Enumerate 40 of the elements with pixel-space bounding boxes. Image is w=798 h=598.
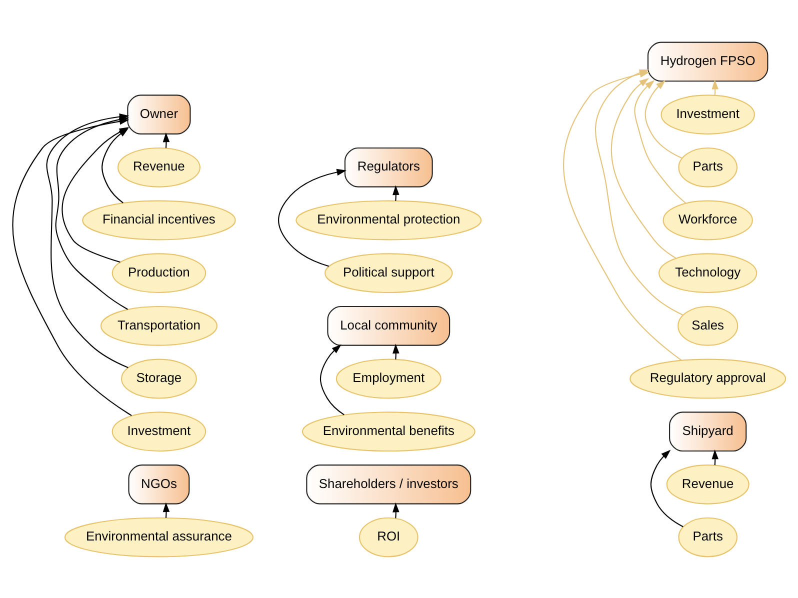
node-ellipse: Parts — [678, 516, 738, 557]
arrow — [610, 78, 676, 258]
node-box: Shipyard — [669, 411, 747, 452]
arrow — [634, 80, 686, 203]
node-ellipse: Sales — [678, 305, 738, 346]
arrow — [392, 184, 400, 200]
arrow — [650, 449, 684, 527]
node-box: Local community — [327, 305, 450, 346]
arrow — [644, 80, 682, 158]
node-ellipse: Workforce — [662, 200, 753, 240]
node-ellipse: Technology — [658, 252, 758, 293]
node-ellipse: Transportation — [100, 305, 218, 346]
node-ellipse: Environmental benefits — [302, 411, 476, 452]
node-ellipse: Revenue — [117, 146, 200, 187]
arrow — [712, 448, 719, 465]
node-ellipse: Parts — [678, 146, 738, 187]
node-ellipse: Storage — [121, 358, 197, 398]
node-ellipse: Revenue — [666, 464, 750, 504]
node-ellipse: Financial incentives — [82, 200, 236, 240]
arrow — [392, 502, 400, 518]
arrow — [162, 502, 170, 518]
node-ellipse: Political support — [324, 252, 453, 293]
node-ellipse: Environmental protection — [296, 200, 482, 240]
node-box: Shareholders / investors — [306, 464, 472, 504]
node-ellipse: ROI — [358, 516, 418, 557]
node-box: Owner — [127, 94, 191, 134]
node-ellipse: Production — [112, 252, 206, 293]
node-ellipse: Investment — [660, 94, 755, 134]
arrow — [278, 168, 346, 266]
node-box: Hydrogen FPSO — [647, 41, 768, 82]
node-ellipse: Investment — [112, 411, 206, 452]
arrow — [162, 132, 170, 148]
node-ellipse: Regulatory approval — [630, 358, 786, 398]
node-ellipse: Employment — [336, 358, 442, 398]
node-box: Regulators — [344, 146, 433, 187]
node-box: NGOs — [128, 464, 190, 504]
arrow — [392, 343, 400, 359]
node-ellipse: Environmental assurance — [64, 516, 254, 557]
arrow — [12, 118, 132, 416]
arrow — [320, 344, 344, 415]
